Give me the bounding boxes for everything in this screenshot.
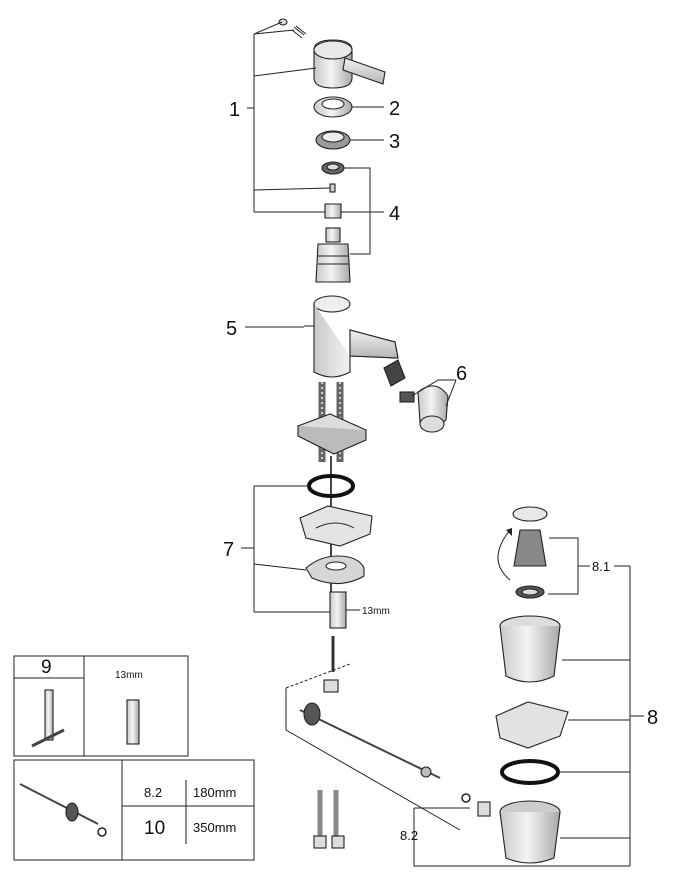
horseshoe-washer — [299, 505, 373, 547]
waste-body — [499, 615, 561, 683]
waste-washer — [495, 701, 569, 749]
length-legend-box: 8.2 180mm 10 350mm — [13, 759, 255, 861]
waste-gasket — [500, 759, 560, 785]
rotation-arrow — [497, 528, 512, 581]
cover-cap — [313, 96, 353, 118]
cartridge — [315, 227, 351, 283]
retaining-ring — [315, 130, 351, 150]
t-wrench-tool — [31, 689, 65, 748]
mounting-plate — [296, 413, 368, 455]
callout-7: 7 — [223, 539, 234, 561]
callout-6: 6 — [456, 363, 467, 385]
fixing-nut — [329, 591, 347, 629]
tool-legend-box: 9 13mm — [13, 655, 189, 757]
small-screw — [329, 183, 336, 193]
dimension-13mm: 13mm — [362, 606, 390, 617]
waste-nut — [499, 800, 561, 864]
callout-2: 2 — [389, 98, 400, 120]
legend-code-10: 10 — [144, 818, 165, 839]
legend-code-8-2: 8.2 — [144, 785, 162, 800]
pull-rod-assembly — [299, 679, 491, 817]
faucet-body — [304, 295, 406, 387]
callout-8-2: 8.2 — [400, 828, 418, 843]
seal-ring — [321, 161, 345, 175]
callout-3: 3 — [389, 131, 400, 153]
pop-up-plug — [512, 506, 548, 599]
legend-length-180mm: 180mm — [193, 785, 236, 800]
spray-nozzle — [399, 385, 449, 433]
supply-hose-ends — [313, 790, 345, 849]
leader-lines — [241, 21, 644, 867]
legend-length-350mm: 350mm — [193, 820, 236, 835]
adapter-nut — [324, 203, 342, 219]
tool-size-label: 13mm — [115, 670, 143, 681]
lever-handle — [313, 39, 386, 89]
socket-tool — [126, 699, 140, 745]
callout-1: 1 — [229, 99, 240, 121]
tool-callout-9: 9 — [41, 657, 52, 678]
fixing-plate — [305, 555, 365, 585]
callout-5: 5 — [226, 318, 237, 340]
pull-rod-thumbnail — [19, 783, 107, 837]
callout-8: 8 — [647, 707, 658, 729]
callout-4: 4 — [389, 203, 400, 225]
handle-set-screw — [278, 18, 307, 39]
callout-8-1: 8.1 — [592, 559, 610, 574]
